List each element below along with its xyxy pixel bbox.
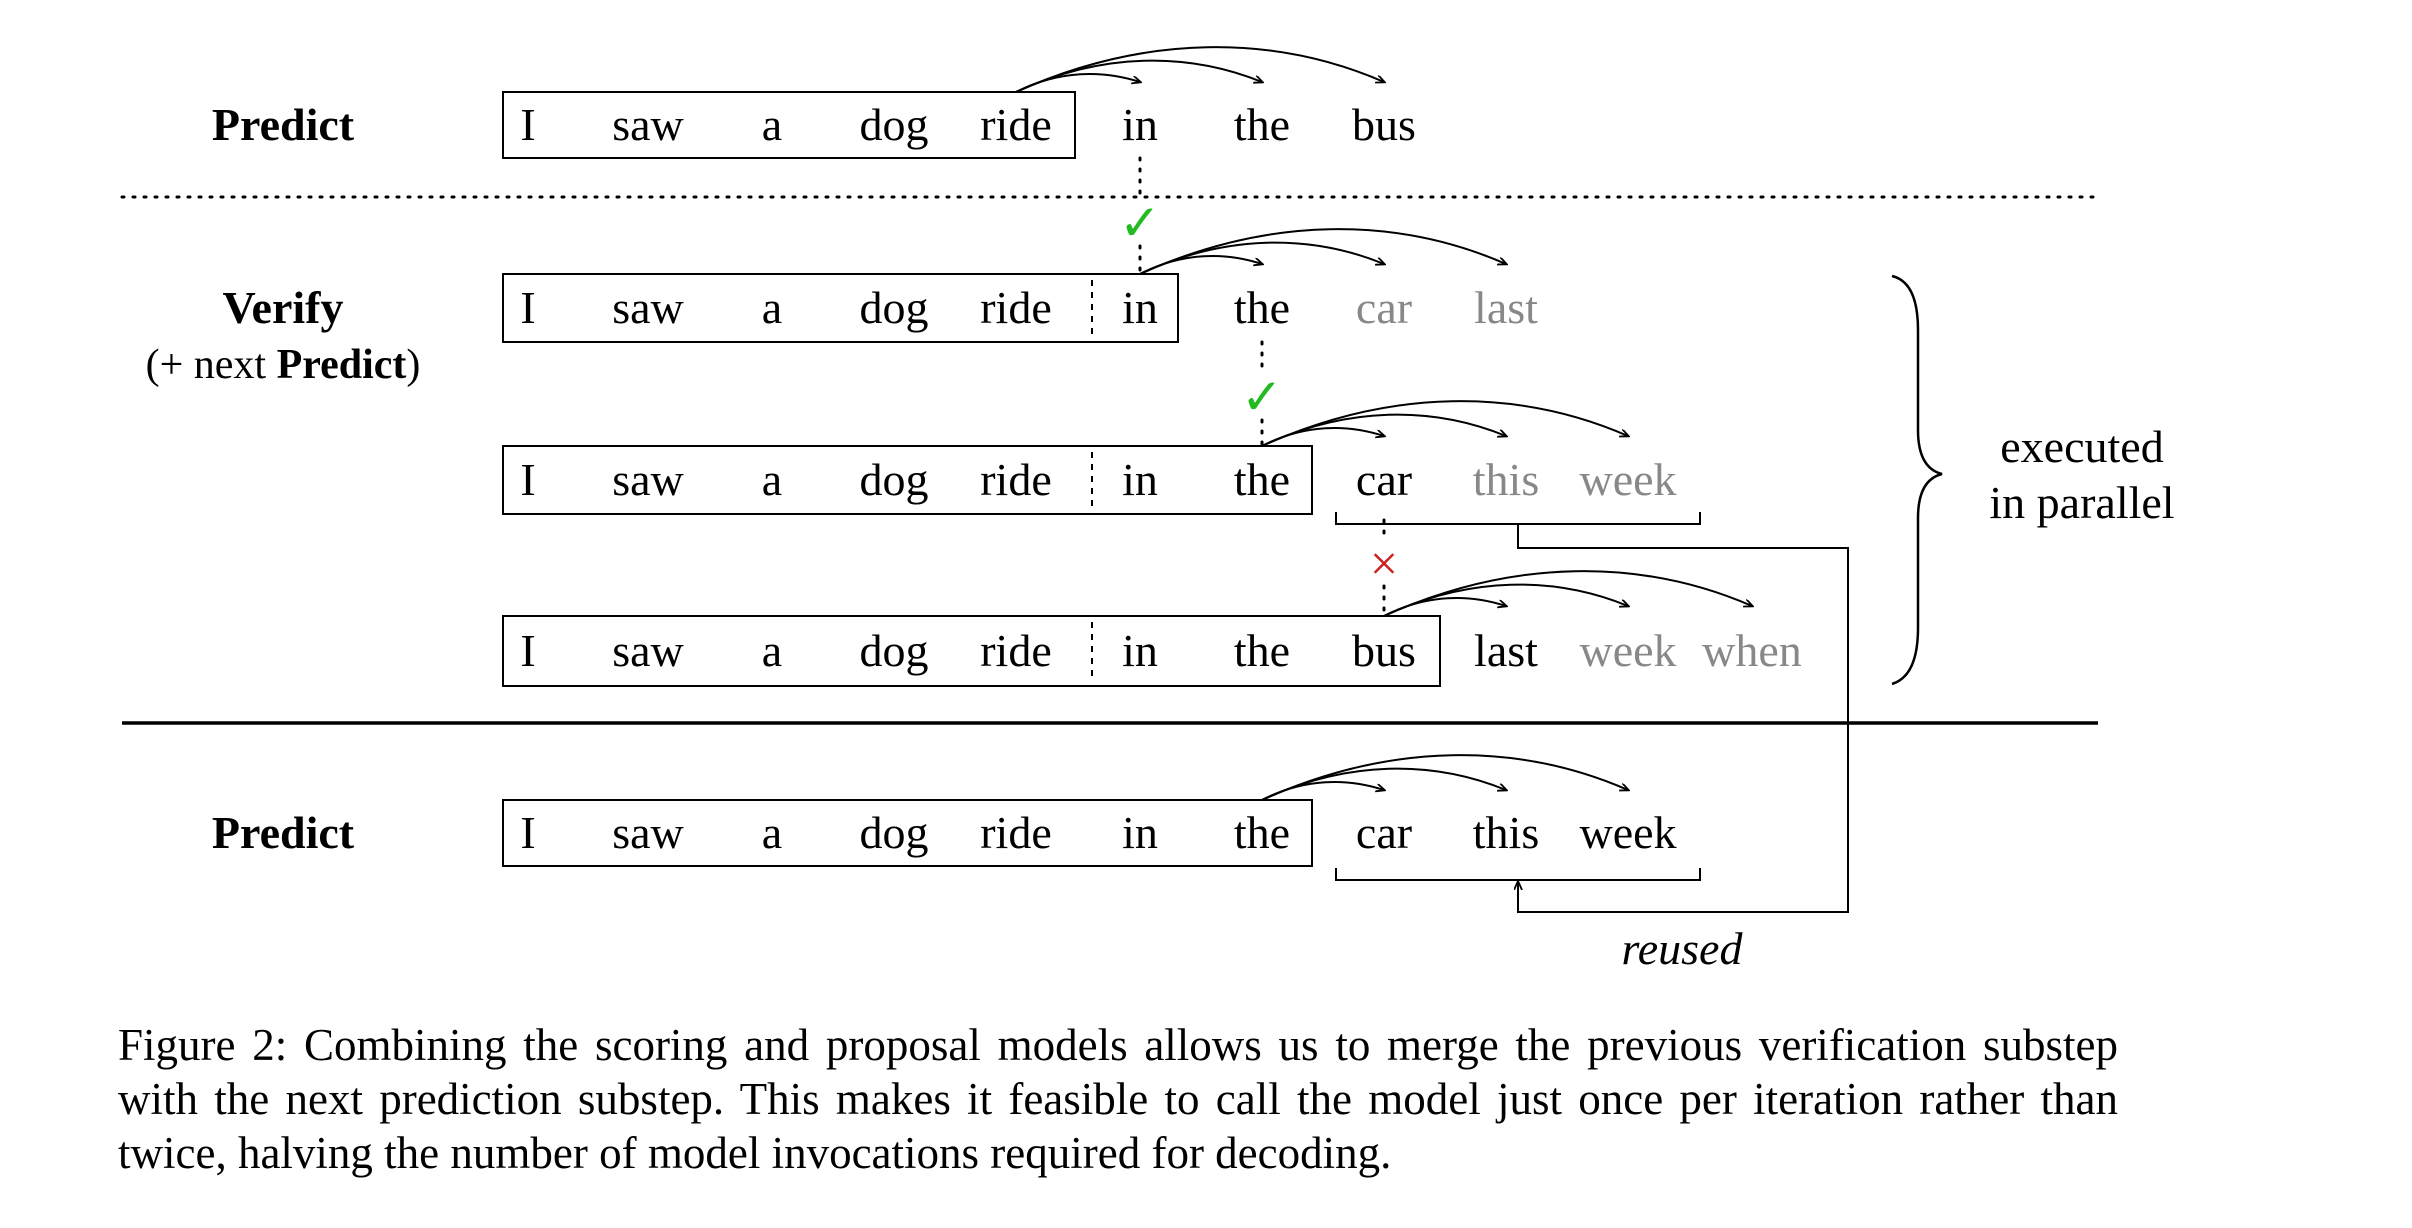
token: bus (1352, 625, 1416, 676)
next-token: last (1474, 625, 1538, 676)
token: a (762, 807, 782, 858)
token: I (520, 625, 535, 676)
next-token: last (1474, 282, 1538, 333)
token: I (520, 99, 535, 150)
token: in (1122, 807, 1158, 858)
token: saw (612, 807, 684, 858)
proposal-token: week (1579, 807, 1676, 858)
prediction-arc (1139, 228, 1506, 275)
token: in (1122, 454, 1158, 505)
prefix-box-verify-3 (502, 615, 1441, 687)
token: saw (612, 625, 684, 676)
check-mark-icon: ✓ (1119, 195, 1161, 251)
next-token: week (1579, 625, 1676, 676)
token: dog (860, 807, 929, 858)
label-executed: executed (2000, 421, 2163, 472)
figure-caption: Figure 2: Combining the scoring and prop… (118, 1020, 2118, 1178)
token: dog (860, 454, 929, 505)
proposal-token: this (1473, 807, 1539, 858)
token: dog (860, 282, 929, 333)
prefix-box-predict-bottom (502, 799, 1313, 867)
proposal-token: car (1356, 807, 1412, 858)
next-token: car (1356, 282, 1412, 333)
token: ride (980, 99, 1052, 150)
token: I (520, 454, 535, 505)
prediction-arc (1261, 754, 1628, 801)
token: the (1234, 454, 1290, 505)
token: dog (860, 99, 929, 150)
token: saw (612, 99, 684, 150)
label-verify-sub: (+ next Predict) (146, 342, 421, 388)
token: ride (980, 282, 1052, 333)
token: ride (980, 807, 1052, 858)
token: the (1234, 625, 1290, 676)
token: a (762, 99, 782, 150)
label-predict-top: Predict (212, 99, 355, 150)
reuse-bracket-source (1335, 512, 1701, 525)
prefix-box-verify-1 (502, 273, 1179, 343)
token: saw (612, 454, 684, 505)
parallel-brace (1891, 274, 1943, 686)
label-verify: Verify (223, 282, 344, 333)
label-in-parallel: in parallel (1989, 477, 2174, 528)
prediction-arc (1015, 46, 1384, 93)
next-token: this (1473, 454, 1539, 505)
token: the (1234, 807, 1290, 858)
token: in (1122, 625, 1158, 676)
reuse-connector (1518, 524, 1849, 913)
prefix-box-predict-top (502, 91, 1076, 159)
label-reused: reused (1622, 923, 1744, 974)
next-token: the (1234, 282, 1290, 333)
token: in (1122, 282, 1158, 333)
prediction-arc (1261, 400, 1628, 447)
token: ride (980, 454, 1052, 505)
next-token: week (1579, 454, 1676, 505)
token: ride (980, 625, 1052, 676)
token: I (520, 807, 535, 858)
token: a (762, 454, 782, 505)
proposal-token: in (1122, 99, 1158, 150)
check-mark-icon: ✓ (1241, 369, 1283, 425)
token: I (520, 282, 535, 333)
token: a (762, 282, 782, 333)
reuse-bracket-target (1335, 868, 1701, 881)
next-token: car (1356, 454, 1412, 505)
proposal-token: bus (1352, 99, 1416, 150)
token: saw (612, 282, 684, 333)
label-predict-bottom: Predict (212, 807, 355, 858)
token: a (762, 625, 782, 676)
prediction-arc (1383, 570, 1752, 617)
proposal-token: the (1234, 99, 1290, 150)
cross-mark-icon: × (1370, 535, 1398, 591)
token: dog (860, 625, 929, 676)
prefix-box-verify-2 (502, 445, 1313, 515)
next-token: when (1702, 625, 1802, 676)
